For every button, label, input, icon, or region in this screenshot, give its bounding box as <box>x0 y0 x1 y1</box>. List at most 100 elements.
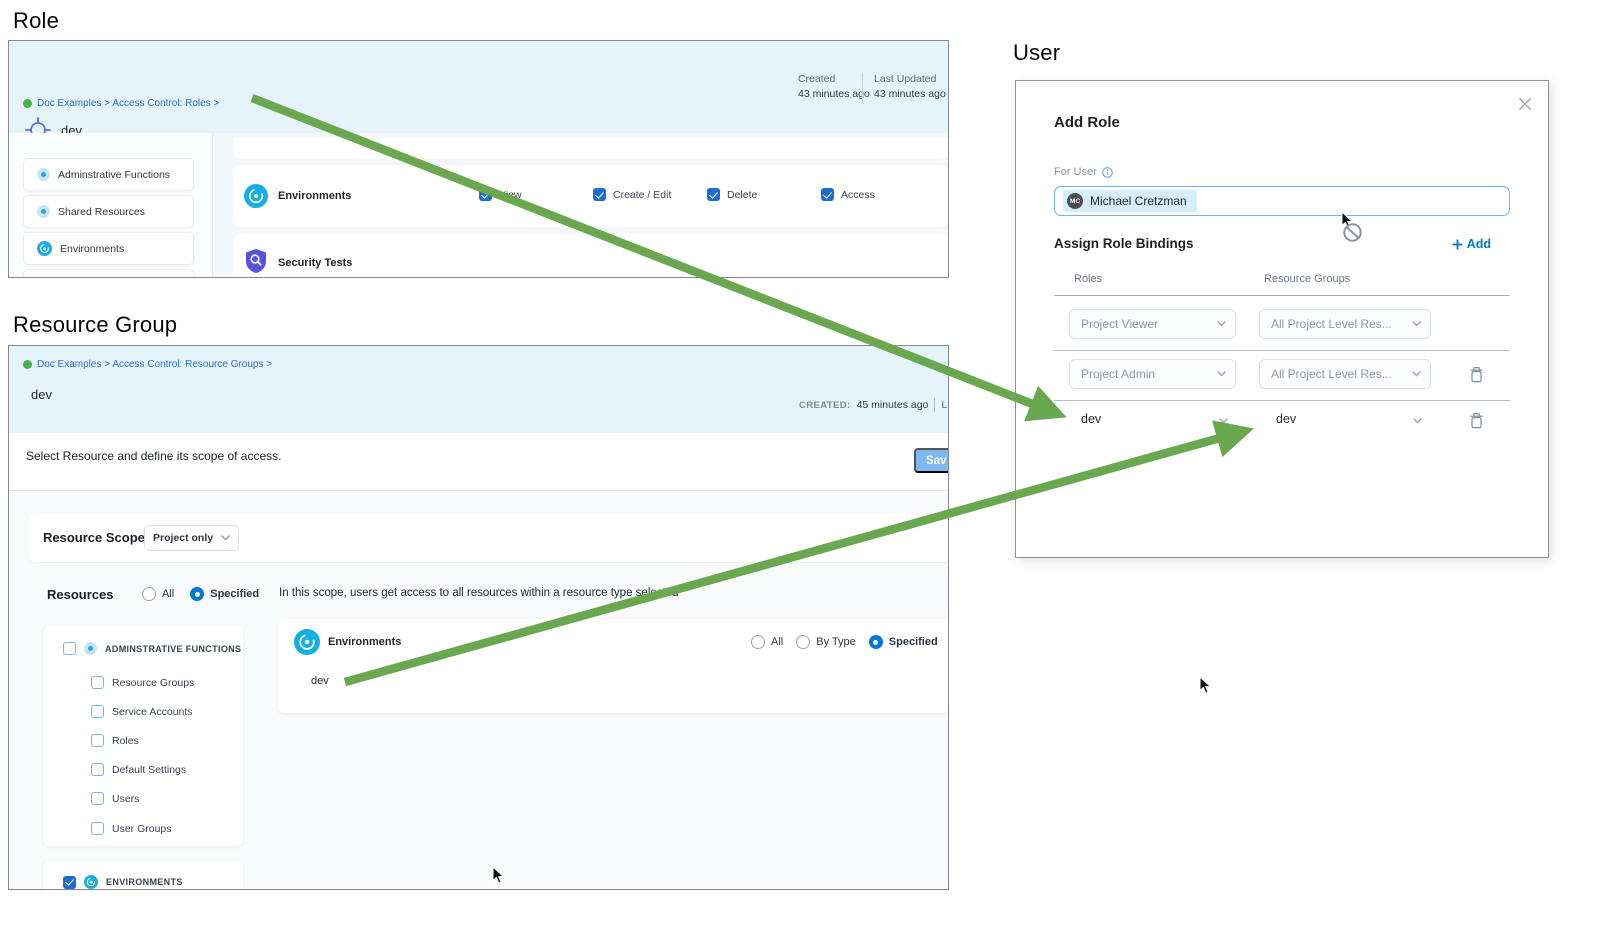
breadcrumb[interactable]: Doc Examples > Access Control: Resource … <box>23 359 272 370</box>
breadcrumb-text[interactable]: Doc Examples > Access Control: Roles > <box>37 98 220 109</box>
environments-icon <box>294 629 320 655</box>
chevron-down-icon[interactable] <box>1413 418 1422 424</box>
user-groups-checkbox[interactable] <box>91 822 104 835</box>
created-meta: Created 43 minutes ago <box>798 72 870 102</box>
item-label: Service Accounts <box>112 705 193 718</box>
chevron-down-icon <box>1217 321 1226 327</box>
radio-icon[interactable] <box>868 635 883 649</box>
resource-group-name: dev <box>31 387 52 402</box>
close-icon[interactable] <box>1517 96 1533 112</box>
role-select-2[interactable]: dev <box>1081 412 1102 426</box>
breadcrumb-text[interactable]: Doc Examples > Access Control: Resource … <box>37 359 273 370</box>
header-divider <box>1054 295 1510 296</box>
radio-all[interactable]: All <box>142 587 174 601</box>
default-settings-item: Default Settings <box>91 763 186 776</box>
sidebar-item-shared-resources[interactable]: Shared Resources <box>23 195 194 228</box>
radio-by-type[interactable]: By Type <box>796 635 856 649</box>
view-checkbox[interactable] <box>479 188 492 201</box>
resource-group-meta: CREATED: 45 minutes ago LAST UPD <box>799 398 948 412</box>
created-value: 45 minutes ago <box>856 399 929 411</box>
info-icon[interactable] <box>1101 166 1113 178</box>
specified-environment-value: dev <box>311 675 329 687</box>
chevron-down-icon <box>1412 371 1421 377</box>
access-checkbox[interactable] <box>821 188 834 201</box>
admin-functions-checkbox[interactable] <box>63 642 76 655</box>
permission-row-security-tests: Security Tests <box>233 234 948 277</box>
environments-checkbox[interactable] <box>63 875 76 889</box>
delete-checkbox[interactable] <box>707 188 720 201</box>
radio-specified[interactable]: Specified <box>868 635 938 649</box>
resource-group-select-0[interactable]: All Project Level Res... <box>1259 309 1431 339</box>
admin-functions-icon <box>84 642 97 655</box>
radio-specified[interactable]: Specified <box>190 587 259 601</box>
resource-group-select-2[interactable]: dev <box>1276 412 1297 426</box>
radio-label: Specified <box>210 588 260 600</box>
resource-group-select-value: All Project Level Res... <box>1271 317 1392 331</box>
service-accounts-checkbox[interactable] <box>91 705 104 718</box>
radio-icon[interactable] <box>190 587 205 601</box>
resource-scope-card: Resource Scope Project only <box>29 514 948 562</box>
item-label: Resource Groups <box>112 676 195 689</box>
environments-scope-label: Environments <box>328 636 402 648</box>
updated-value: 43 minutes ago <box>874 88 946 100</box>
item-label: Users <box>112 792 140 805</box>
default-settings-checkbox[interactable] <box>91 763 104 776</box>
radio-icon[interactable] <box>142 587 156 601</box>
security-tests-icon <box>246 249 266 273</box>
role-panel: Doc Examples > Access Control: Roles > d… <box>8 40 949 278</box>
perm-create-edit: Create / Edit <box>593 188 671 201</box>
instruction-text: Select Resource and define its scope of … <box>26 449 282 463</box>
role-select-1[interactable]: Project Admin <box>1069 359 1236 389</box>
role-section-heading: Role <box>13 8 60 33</box>
roles-checkbox[interactable] <box>91 734 104 747</box>
meta-divider <box>862 73 863 103</box>
permission-row-environments: Environments View Create / Edit Delete A… <box>233 165 948 227</box>
administrative-functions-card: ADMINSTRATIVE FUNCTIONS Resource Groups … <box>43 626 243 846</box>
radio-all[interactable]: All <box>751 635 783 649</box>
radio-label: Specified <box>888 636 938 648</box>
delete-binding-button[interactable] <box>1469 366 1484 386</box>
resource-groups-checkbox[interactable] <box>91 676 104 689</box>
sidebar-item-environments[interactable]: Environments <box>23 232 194 265</box>
for-user-input[interactable]: MC Michael Cretzman <box>1054 186 1510 216</box>
add-binding-button[interactable]: Add <box>1452 237 1491 251</box>
modal-title: Add Role <box>1054 114 1120 131</box>
environments-card: ENVIRONMENTS <box>43 861 243 889</box>
user-chip-name: Michael Cretzman <box>1090 194 1187 208</box>
sidebar-main-divider <box>212 133 213 277</box>
for-user-label: For User <box>1054 166 1097 178</box>
project-icon <box>23 99 32 108</box>
create-edit-checkbox[interactable] <box>593 188 606 201</box>
save-button[interactable]: Sav <box>914 448 948 473</box>
updated-label: LAST UPD <box>941 399 948 411</box>
permission-row-label: Security Tests <box>278 257 353 269</box>
chevron-down-icon[interactable] <box>1219 418 1228 424</box>
checkbox-label: Create / Edit <box>613 188 672 201</box>
role-select-value: Project Admin <box>1081 367 1156 381</box>
user-chip[interactable]: MC Michael Cretzman <box>1063 190 1197 212</box>
checkbox-label: Delete <box>727 188 758 201</box>
service-accounts-item: Service Accounts <box>91 705 193 718</box>
role-header: Doc Examples > Access Control: Roles > d… <box>9 41 948 143</box>
for-user-row: For User <box>1054 166 1113 178</box>
sidebar-item-partial[interactable] <box>23 269 194 277</box>
environments-icon <box>37 241 52 256</box>
radio-label: All <box>771 636 784 648</box>
delete-binding-button[interactable] <box>1469 412 1484 432</box>
users-checkbox[interactable] <box>91 792 104 805</box>
resource-scope-dropdown[interactable]: Project only <box>144 525 239 551</box>
resource-group-header: Doc Examples > Access Control: Resource … <box>9 346 948 433</box>
user-groups-item: User Groups <box>91 822 172 835</box>
users-item: Users <box>91 792 139 805</box>
radio-icon[interactable] <box>751 635 765 649</box>
radio-icon[interactable] <box>796 635 811 649</box>
role-select-0[interactable]: Project Viewer <box>1069 309 1236 339</box>
sidebar-item-administrative-functions[interactable]: Adminstrative Functions <box>23 158 194 191</box>
checkbox-label: View <box>499 188 522 201</box>
resource-group-select-1[interactable]: All Project Level Res... <box>1259 359 1431 389</box>
item-label: Roles <box>112 734 139 747</box>
breadcrumb[interactable]: Doc Examples > Access Control: Roles > <box>23 98 219 109</box>
resource-group-panel: Doc Examples > Access Control: Resource … <box>8 345 949 890</box>
resource-group-section-heading: Resource Group <box>13 312 178 337</box>
